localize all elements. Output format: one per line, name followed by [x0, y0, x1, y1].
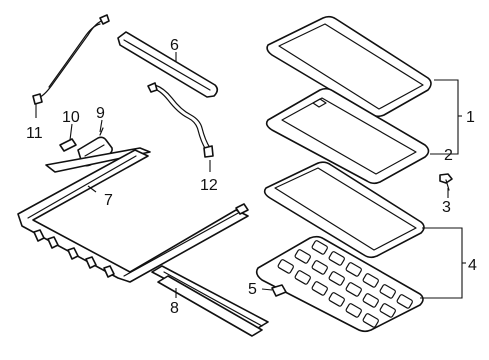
part-deflector	[117, 31, 219, 98]
callout-2: 2	[444, 147, 453, 164]
callout-1: 1	[466, 109, 475, 126]
part-guide-frame	[17, 147, 249, 283]
callout-11: 11	[26, 125, 43, 142]
callout-10: 10	[62, 109, 80, 126]
part-screw	[439, 173, 453, 191]
part-clip	[59, 138, 77, 152]
part-block	[271, 284, 287, 297]
leader-lines	[35, 52, 466, 299]
callout-6: 6	[170, 37, 179, 54]
part-drain-hose-rear	[147, 82, 214, 158]
callout-3: 3	[442, 199, 451, 216]
part-glass-panel	[266, 15, 432, 118]
part-drain-hose-front	[32, 14, 110, 105]
callout-labels: 6 1 2 3 4 5 7 8 9 10 11 12	[26, 37, 477, 317]
callout-5: 5	[248, 281, 257, 298]
sunshade-grid	[277, 240, 413, 328]
part-frame	[265, 87, 430, 185]
callout-4: 4	[468, 257, 477, 274]
part-rear-rail	[151, 265, 269, 337]
callout-8: 8	[170, 300, 179, 317]
callout-12: 12	[200, 177, 218, 194]
callout-9: 9	[96, 105, 105, 122]
part-sunshade	[255, 235, 424, 333]
part-weatherstrip	[263, 161, 425, 259]
callout-7: 7	[104, 192, 113, 209]
